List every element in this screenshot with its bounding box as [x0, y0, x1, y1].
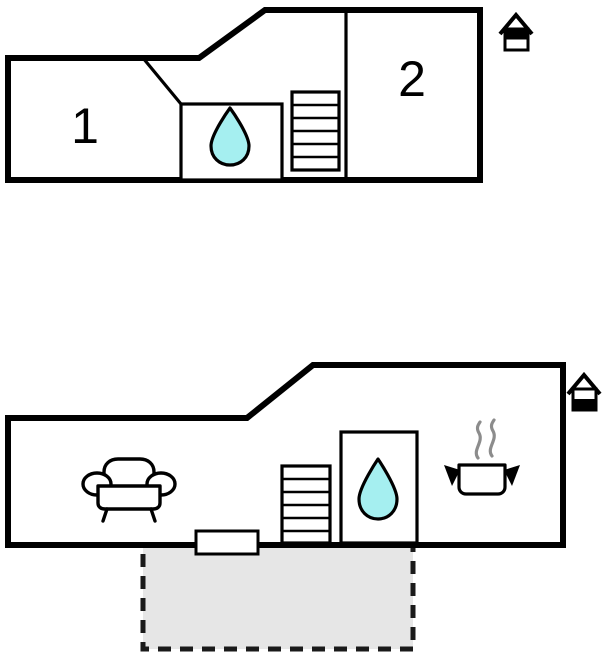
upper-level-outer-wall: [5, 7, 483, 183]
room-label-2: 2: [398, 51, 426, 107]
house-icon: [566, 371, 602, 412]
house-icon: [498, 11, 534, 52]
lower-level-group: [5, 362, 602, 652]
upper-level-group: 1 2: [5, 7, 534, 183]
sofa-icon: [81, 457, 177, 523]
cooking-pot-icon: [444, 418, 520, 496]
terrace-area: [140, 542, 416, 652]
upper-diagonal-partition: [141, 56, 183, 106]
door-icon: [194, 529, 260, 556]
water-drop-icon: [209, 106, 251, 167]
staircase-icon: [280, 464, 332, 545]
water-drop-icon: [357, 457, 399, 521]
room-label-1: 1: [71, 98, 99, 154]
staircase-icon: [290, 90, 341, 172]
